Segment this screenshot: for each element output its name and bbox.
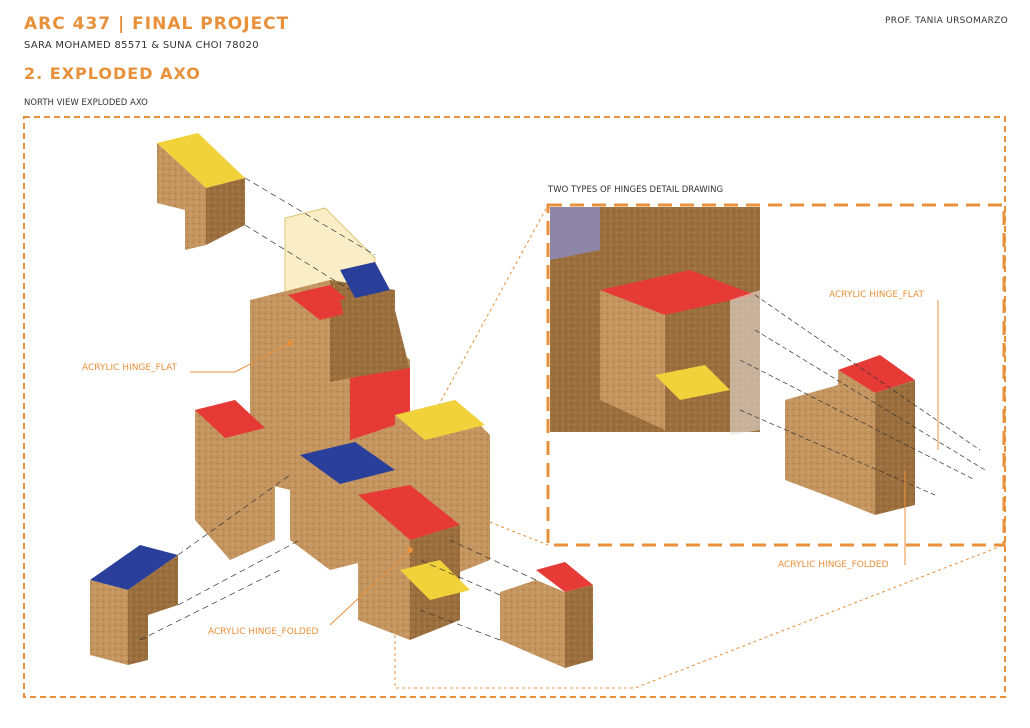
piece-top-left [157,133,245,250]
section-title: 2. EXPLODED AXO [24,64,201,83]
leader-folded [329,549,411,626]
explosion-lines [139,177,537,641]
detail-label-hinge-folded: ACRYLIC HINGE_FOLDED [778,560,889,570]
project-title: ARC 437 | FINAL PROJECT [24,14,290,34]
outer-frame [23,116,1006,698]
detail-frame [546,203,1006,547]
leader-flat-2 [234,342,291,373]
detail-label-hinge-flat: ACRYLIC HINGE_FLAT [829,290,924,300]
piece-bottom-right [500,562,593,668]
detail-drawing [550,207,986,565]
exploded-axo [90,133,593,668]
professor: PROF. TANIA URSOMARZO [885,16,1008,26]
piece-bottom-left [90,545,178,665]
label-acrylic-hinge-flat: ACRYLIC HINGE_FLAT [82,363,177,373]
main-cluster [195,262,490,640]
detail-title: TWO TYPES OF HINGES DETAIL DRAWING [548,185,724,195]
authors: SARA MOHAMED 85571 & SUNA CHOI 78020 [24,40,259,51]
view-title: NORTH VIEW EXPLODED AXO [24,98,148,108]
label-acrylic-hinge-folded: ACRYLIC HINGE_FOLDED [208,627,319,637]
detail-connector-lines [394,204,1005,689]
